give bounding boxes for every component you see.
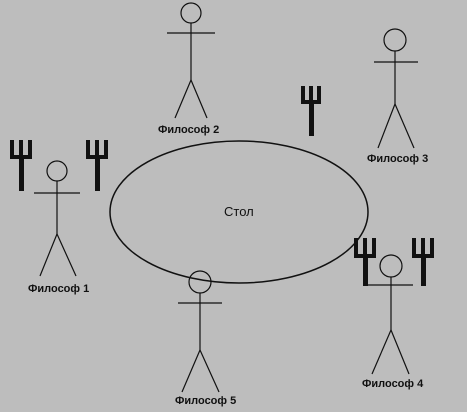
philosopher-1-figure bbox=[34, 160, 80, 277]
philosopher-2-figure bbox=[167, 2, 215, 119]
fork-icon bbox=[354, 238, 376, 286]
philosopher-4-head bbox=[379, 254, 403, 278]
philosopher-3-figure bbox=[374, 28, 418, 149]
philosopher-4-label: Философ 4 bbox=[362, 378, 424, 390]
philosopher-3-label: Философ 3 bbox=[367, 153, 429, 165]
philosopher-2-head bbox=[180, 2, 202, 24]
fork-icon bbox=[301, 86, 321, 136]
fork-icon bbox=[412, 238, 434, 286]
philosopher-1-head bbox=[46, 160, 68, 182]
table-label: Стол bbox=[224, 204, 254, 219]
philosopher-5-figure bbox=[178, 270, 222, 393]
philosopher-2-label: Философ 2 bbox=[158, 124, 220, 136]
fork-icon bbox=[86, 140, 108, 191]
philosopher-3-head bbox=[383, 28, 407, 52]
philosopher-5-label: Философ 5 bbox=[175, 395, 237, 407]
philosopher-1-label: Философ 1 bbox=[28, 283, 90, 295]
philosopher-4-figure bbox=[368, 254, 413, 375]
table-ellipse bbox=[109, 140, 369, 284]
fork-icon bbox=[10, 140, 32, 191]
